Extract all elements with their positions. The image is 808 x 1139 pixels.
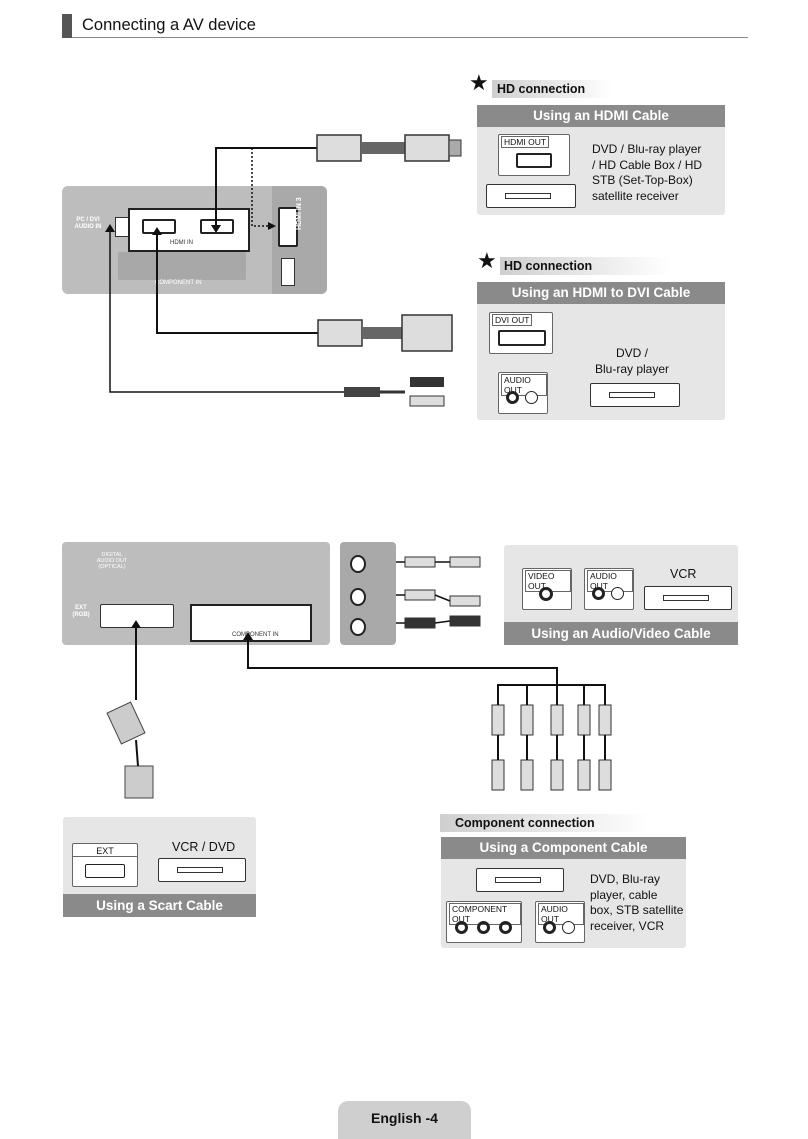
hdmi-in-block (128, 208, 250, 252)
component-audio-out-box: AUDIO OUT (535, 901, 585, 943)
component-device-line-1: DVD, Blu-ray (590, 872, 661, 886)
av-audio-r-jack (350, 618, 366, 636)
jack-y-icon (455, 921, 468, 934)
video-jack-icon (539, 587, 553, 601)
component-device-icon (476, 868, 564, 892)
hdmi-in-3-port (278, 207, 298, 247)
ext-box: EXT (72, 843, 138, 887)
dvi-out-box: DVI OUT (489, 312, 553, 354)
video-out-box: VIDEO OUT (522, 568, 572, 610)
hdmi-device-line-4: satellite receiver (592, 188, 679, 203)
title-divider (72, 37, 748, 38)
scart-port-icon (85, 864, 125, 878)
page-title-bar: Connecting a AV device (62, 14, 748, 38)
dvi-out-port-icon (498, 330, 546, 346)
audio-jack-r-icon (611, 587, 624, 600)
hd-hdmi-section-label (492, 80, 612, 98)
dvi-device-line-2: Blu-ray player (594, 361, 670, 376)
dvd-player-icon-1 (486, 184, 576, 208)
dvi-audio-out-box: AUDIO OUT (498, 372, 548, 414)
av-video-jack (350, 555, 366, 573)
page-title: Connecting a AV device (82, 16, 256, 34)
component-device-line-4: receiver, VCR (590, 918, 665, 933)
scart-device-label: VCR / DVD (172, 840, 236, 854)
hdmi-device-line-2: / HD Cable Box / HD (592, 157, 703, 172)
audio-jack-r-icon (525, 391, 538, 404)
ext-rgb-label: EXT (RGB) (72, 605, 90, 618)
hdmi-out-label: HDMI OUT (501, 136, 550, 148)
audio-jack-r-icon (562, 921, 575, 934)
component-in-label-bottom: COMPONENT IN (232, 632, 279, 638)
component-device-line-3: box, STB satellite (590, 903, 684, 917)
hd-dvi-section-text: HD connection (504, 259, 593, 273)
digital-audio-out-label: DIGITAL AUDIO OUT (OPTICAL) (96, 552, 128, 570)
component-device-line-2: player, cable (590, 887, 658, 902)
hd-dvi-section-label (500, 257, 670, 275)
jack-pr-icon (499, 921, 512, 934)
ext-label: EXT (73, 846, 137, 857)
hdmi-in-label: HDMI IN (170, 240, 193, 246)
title-marker (62, 14, 72, 38)
component-section-text: Component connection (455, 816, 595, 830)
dvi-device-line-1: DVD / (615, 346, 648, 360)
hdmi-out-port-icon (516, 153, 552, 168)
usb-port (281, 258, 295, 286)
audio-jack-l-icon (506, 391, 519, 404)
component-section-label (440, 814, 650, 832)
hdmi-device-desc: DVD / Blu-ray player / HD Cable Box / HD… (592, 142, 702, 204)
page-footer-tab: English -4 (338, 1101, 471, 1139)
hdmi-device-line-3: STB (Set-Top-Box) (592, 173, 693, 187)
component-in-row-top (118, 252, 246, 280)
component-out-box: COMPONENT OUT (446, 901, 522, 943)
av-cable-title: Using an Audio/Video Cable (504, 622, 738, 645)
component-in-label-top: COMPONENT IN (155, 280, 202, 286)
pc-dvi-audio-in-label: PC / DVI AUDIO IN (74, 217, 102, 230)
vcr-icon (644, 586, 732, 610)
component-audio-out-label: AUDIO OUT (538, 903, 584, 925)
component-cable-title: Using a Component Cable (441, 837, 686, 859)
scart-cable-title: Using a Scart Cable (63, 894, 256, 917)
dvi-device-desc: DVD / Blu-ray player (592, 346, 672, 377)
jack-pb-icon (477, 921, 490, 934)
component-device-desc: DVD, Blu-ray player, cable box, STB sate… (590, 872, 683, 934)
hdmi-out-box: HDMI OUT (498, 134, 570, 176)
vcr-dvd-icon (158, 858, 246, 882)
av-in-panel (340, 542, 396, 645)
av-audio-out-box: AUDIO OUT (584, 568, 634, 610)
video-out-label: VIDEO OUT (525, 570, 571, 592)
hdmi-cable-title: Using an HDMI Cable (477, 105, 725, 127)
component-in-block (190, 604, 312, 642)
av-audio-l-jack (350, 588, 366, 606)
star-icon: ★ (469, 70, 489, 95)
hd-hdmi-section-text: HD connection (497, 82, 586, 96)
dvi-audio-out-label: AUDIO OUT (501, 374, 547, 396)
star-icon: ★ (477, 248, 497, 273)
dvd-player-icon-2 (590, 383, 680, 407)
audio-jack-l-icon (592, 587, 605, 600)
av-device-label: VCR (670, 567, 697, 581)
dvi-cable-title: Using an HDMI to DVI Cable (477, 282, 725, 304)
hdmi-device-line-1: DVD / Blu-ray player (592, 142, 702, 156)
dvi-out-label: DVI OUT (492, 314, 533, 326)
av-audio-out-label: AUDIO OUT (587, 570, 633, 592)
audio-jack-l-icon (543, 921, 556, 934)
